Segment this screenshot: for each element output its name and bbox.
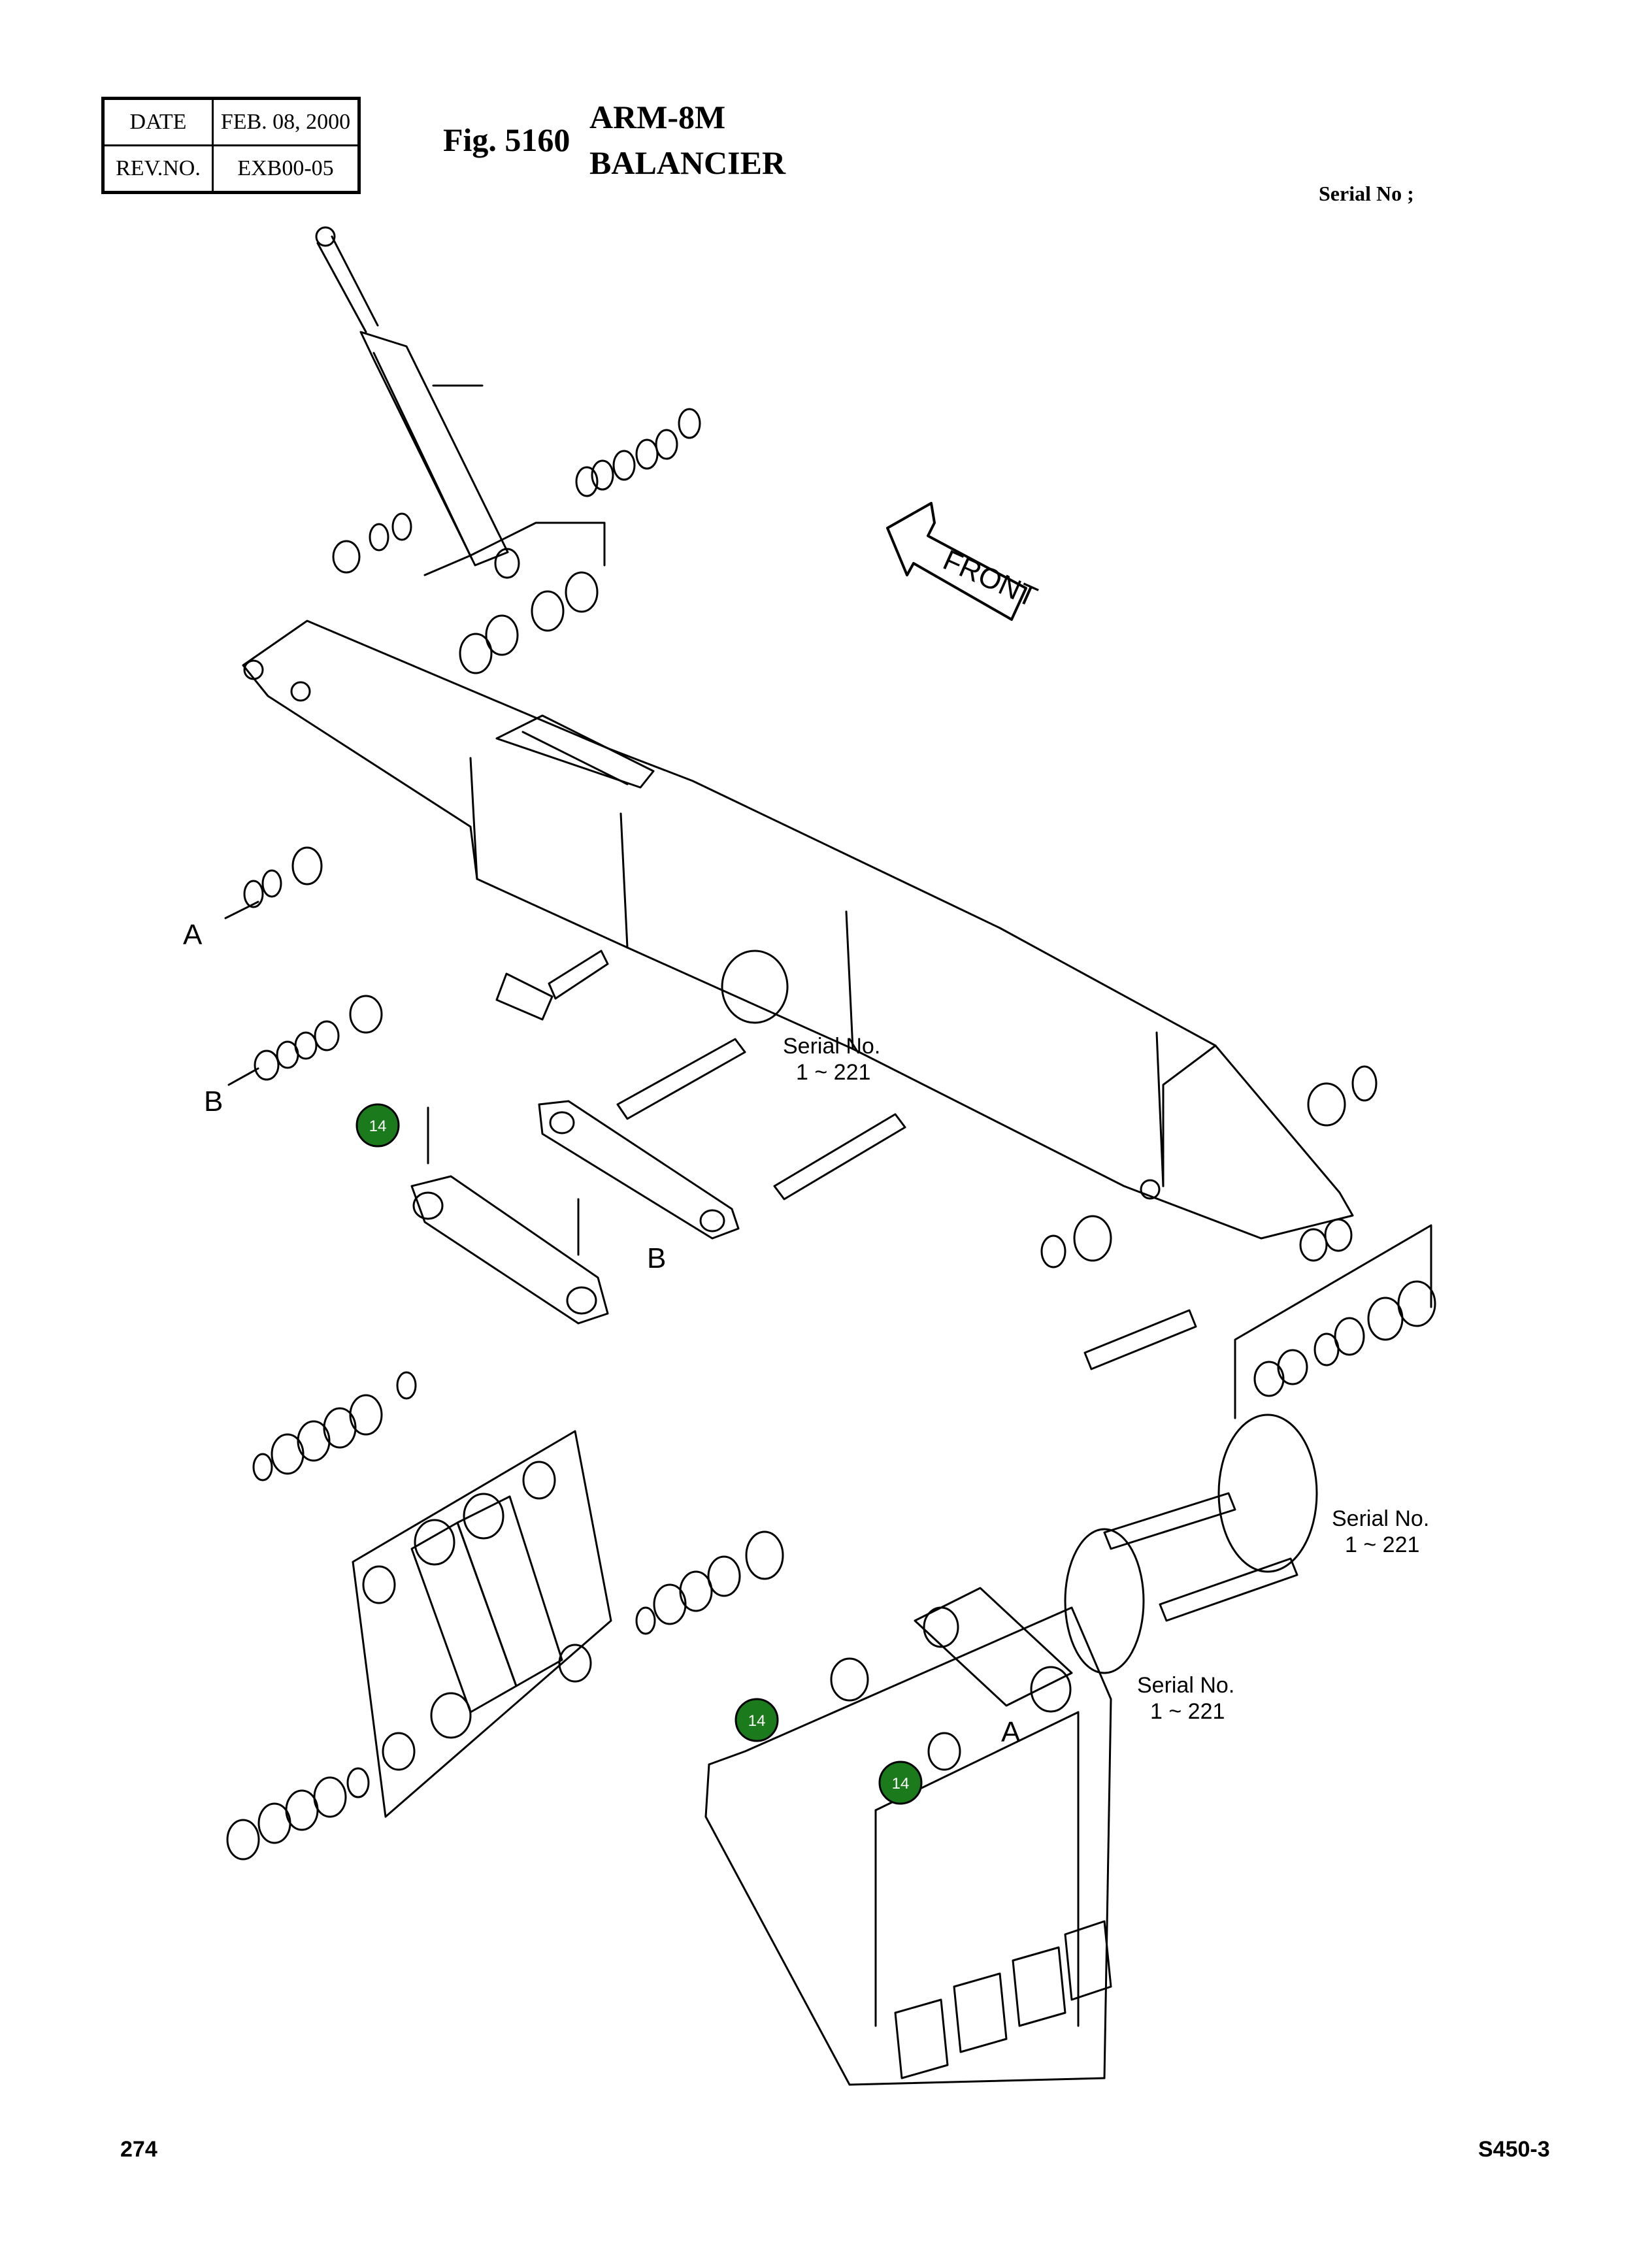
serial-note-circles (721, 950, 1318, 1674)
serial-number-header: Serial No ; (1319, 182, 1414, 205)
link-bars (410, 1100, 740, 1325)
figure-title-fr: BALANCIER (589, 144, 786, 181)
ref-letter-b-left: B (204, 1085, 223, 1117)
figure-title-en: ARM-8M (589, 99, 726, 135)
page-number: 274 (120, 2137, 157, 2162)
svg-text:14: 14 (892, 1775, 910, 1793)
front-label: FRONT (938, 544, 1042, 613)
callout-badge-1: 14 (355, 1103, 400, 1148)
svg-text:14: 14 (748, 1712, 766, 1730)
serial-note-1-line2: 1 ~ 221 (796, 1060, 870, 1085)
rev-value: EXB00-05 (212, 144, 360, 193)
bushing-stack-left (224, 846, 383, 1086)
serial-note-3-line2: 1 ~ 221 (1150, 1699, 1225, 1724)
ref-letter-a-bucket: A (1001, 1716, 1021, 1748)
balancer-bracket (352, 1430, 612, 1818)
front-arrow: FRONT (886, 502, 1042, 621)
date-label: DATE (102, 97, 214, 146)
callout-badge-3: 14 (878, 1761, 923, 1805)
model-number: S450-3 (1478, 2137, 1550, 2162)
seal-stack-upper (332, 408, 701, 674)
pins (495, 950, 1298, 1622)
seal-stack-bracket (226, 1371, 784, 1861)
serial-note-2-line2: 1 ~ 221 (1345, 1532, 1419, 1557)
figure-number: Fig. 5160 (443, 122, 570, 158)
serial-note-2-line1: Serial No. (1332, 1506, 1429, 1531)
revision-table: DATE FEB. 08, 2000 REV.NO. EXB00-05 (101, 97, 361, 194)
bucket (704, 1587, 1112, 2086)
bushing-stack-right (1040, 1065, 1436, 1419)
svg-text:14: 14 (369, 1117, 387, 1135)
ref-letter-a-upper: A (183, 919, 203, 951)
date-value: FEB. 08, 2000 (212, 97, 360, 146)
ref-letter-b-link: B (647, 1242, 666, 1274)
cylinder-assembly (315, 226, 520, 579)
callout-badge-2: 14 (735, 1698, 779, 1742)
serial-note-1-line1: Serial No. (783, 1034, 880, 1059)
serial-note-3-line1: Serial No. (1137, 1673, 1234, 1698)
rev-label: REV.NO. (102, 144, 214, 193)
arm-body (242, 620, 1354, 1262)
